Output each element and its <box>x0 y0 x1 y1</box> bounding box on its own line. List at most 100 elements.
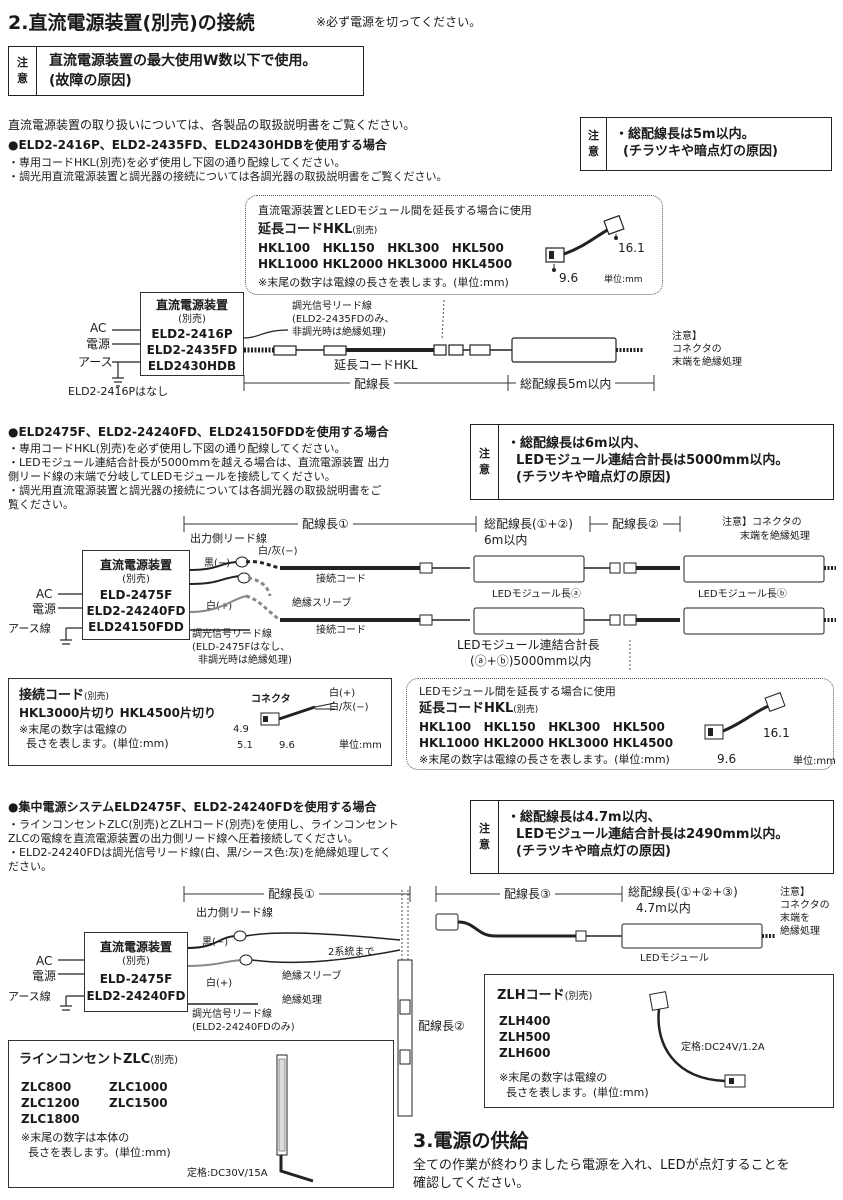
psu-sub: (別売) <box>122 956 150 967</box>
zlh-cord-box: ZLHコード(別売) ZLH400 ZLH500 ZLH600 定格:DC24V… <box>484 974 834 1108</box>
case3-bullet: ださい。 <box>8 860 52 873</box>
end-note: 末端を絶縁処理 <box>740 531 810 542</box>
case2-bullet: ・LEDモジュール連結合計長が5000mmを越える場合は、直流電源装置 出力 <box>8 456 390 469</box>
zlh-note: ※末尾の数字は電線の <box>499 1071 608 1084</box>
model-code: ZLH500 <box>499 1030 551 1044</box>
case3-bullet: ・ELD2-24240FDは調光信号リード線(白、黒/シース色:灰)を絶縁処理し… <box>8 846 392 859</box>
ac-label: アース線 <box>8 990 51 1003</box>
ac-label: 電源 <box>86 337 111 351</box>
conn-box-models: HKL3000片切り HKL4500片切り <box>19 706 216 720</box>
white-gray-wire-label: 白/灰(−) <box>258 546 298 557</box>
zlh-box-title: ZLHコード <box>497 988 565 1003</box>
model-code: ZLC1500 <box>109 1096 168 1110</box>
caution-line: LEDモジュール連結合計長は5000mm以内。 <box>507 453 789 468</box>
case3-bullet: ・ラインコンセントZLC(別売)とZLHコード(別売)を使用し、ラインコンセント <box>8 818 399 831</box>
case2-bullet: 覧ください。 <box>8 498 74 511</box>
dim-lead-label: (ELD2-2435FDのみ、 <box>292 314 395 325</box>
ext-box-title: 延長コードHKL <box>258 222 353 237</box>
unit-label: 単位:mm <box>339 740 382 751</box>
end-note: 注意】 <box>672 331 702 342</box>
ins-sleeve-label: 絶縁スリーブ <box>282 971 342 982</box>
caution-line: 直流電源装置の最大使用W数以下で使用。 <box>49 53 317 69</box>
model-code: HKL100 <box>258 241 311 255</box>
led-module-label: LEDモジュール <box>640 953 709 964</box>
unit-label: 単位:mm <box>604 275 643 285</box>
model-code: HKL500 <box>612 720 665 734</box>
caution-line: (チラツキや暗点灯の原因) <box>507 470 671 485</box>
ext-box-title-suffix: (別売) <box>513 705 539 715</box>
extension-cord-illustration <box>545 214 625 272</box>
line-outlet-box: ラインコンセントZLC(別売) ZLC800 ZLC1200 ZLC1800 Z… <box>8 1040 394 1188</box>
caution-line: (故障の原因) <box>49 73 132 89</box>
model-code: ZLC1200 <box>21 1096 80 1110</box>
caution-tag-char: 意 <box>479 463 490 476</box>
ext-box-title: 延長コードHKL <box>419 701 514 716</box>
led-total-length: (ⓐ+ⓑ)5000mm以内 <box>470 654 592 668</box>
ac-label: AC <box>36 954 53 968</box>
psu-model: ELD2-24240FD <box>86 604 186 618</box>
model-code: ZLC1800 <box>21 1112 80 1126</box>
section3-body: 全ての作業が終わりましたら電源を入れ、LEDが点灯することを <box>413 1158 790 1173</box>
dim-label: 5.1 <box>237 740 253 751</box>
case1-bullet: ・専用コードHKL(別売)を必ず使用し下図の通り配線してください。 <box>8 156 346 169</box>
psu-model: ELD-2475F <box>99 588 173 602</box>
psu-model: ELD2-2416P <box>151 327 233 341</box>
connection-cord-box: 接続コード(別売) HKL3000片切り HKL4500片切り ※末尾の数字は電… <box>8 678 392 766</box>
case2-bullet: 側リード線の末端で分岐してLEDモジュールを接続してください。 <box>8 470 336 483</box>
ac-label: アース <box>78 355 113 369</box>
extension-cord-illustration <box>704 692 786 740</box>
ac-label: 電源 <box>32 602 57 616</box>
model-code: ZLC800 <box>21 1080 72 1094</box>
ins-sleeve-label: 絶縁スリーブ <box>292 598 352 609</box>
model-code: HKL300 <box>548 720 601 734</box>
case1-cable-run <box>243 299 644 363</box>
model-code: HKL2000 <box>483 736 544 750</box>
psu-title: 直流電源装置 <box>99 558 172 572</box>
dim-label: 9.6 <box>717 752 737 766</box>
psu-model: ELD-2475F <box>99 972 173 986</box>
caution-line: ・総配線長は4.7m以内、 <box>507 810 661 825</box>
caution-tag-char: 注 <box>479 447 490 460</box>
end-note: 末端を絶縁処理 <box>672 357 742 368</box>
dim-lead-label: (ELD2-24240FDのみ) <box>192 1022 295 1033</box>
ac-wiring <box>112 329 142 387</box>
wiring-length-2: 配線長② <box>608 516 663 532</box>
ac-label: 電源 <box>32 969 57 983</box>
earth-note: ELD2-2416Pはなし <box>68 385 169 398</box>
dim-lead-label: 調光信号リード線 <box>192 629 272 640</box>
zlc-rating: 定格:DC30V/15A <box>187 1168 268 1179</box>
ac-label: AC <box>36 587 53 601</box>
caution-tag-char: 意 <box>588 145 599 158</box>
case1-bullet: ・調光用直流電源装置と調光器の接続については各調光器の取扱説明書をご覧ください。 <box>8 170 448 183</box>
ext-box-note: ※末尾の数字は電線の長さを表します。(単位:mm) <box>258 276 509 289</box>
conn-box-title-suffix: (別売) <box>84 692 110 702</box>
ac-label: AC <box>90 321 107 335</box>
caution-line: (チラツキや暗点灯の原因) <box>623 144 778 159</box>
total-length-label: 総配線長5m以内 <box>516 376 616 392</box>
led-total-length: LEDモジュール連結合計長 <box>457 638 600 652</box>
section3-title: 3.電源の供給 <box>413 1130 529 1152</box>
model-code: ZLC1000 <box>109 1080 168 1094</box>
psu-title: 直流電源装置 <box>155 298 228 312</box>
zlh-rating: 定格:DC24V/1.2A <box>681 1042 765 1053</box>
model-code: HKL2000 <box>322 257 383 271</box>
case3-led-run <box>435 913 776 949</box>
section-title: 2.直流電源装置(別売)の接続 <box>8 12 255 34</box>
model-code: HKL1000 <box>419 736 480 750</box>
case2-heading: ●ELD2475F、ELD2-24240FD、ELD24150FDDを使用する場… <box>8 425 389 439</box>
conn-cord-label: 接続コード <box>316 574 366 585</box>
led-length-a: LEDモジュール長ⓐ <box>490 588 583 601</box>
case3-heading: ●集中電源システムELD2475F、ELD2-24240FDを使用する場合 <box>8 800 377 814</box>
model-code: ZLH600 <box>499 1046 551 1060</box>
connector-label: コネクタ <box>251 694 291 705</box>
zlh-note: 長さを表します。(単位:mm) <box>499 1086 649 1099</box>
unit-label: 単位:mm <box>793 756 836 767</box>
dim-lead-label: 非調光時は絶縁処理) <box>292 327 386 338</box>
end-note: 末端を <box>780 913 810 924</box>
total-length: 総配線長(①+②+③) <box>628 885 738 899</box>
end-note: 注意】コネクタの <box>722 517 802 528</box>
dim-lead-label: (ELD-2475Fはなし、 <box>192 642 291 653</box>
model-code: HKL4500 <box>612 736 674 750</box>
caution-line: ・総配線長は6m以内、 <box>507 436 647 451</box>
psu-model: ELD2430HDB <box>147 359 237 373</box>
